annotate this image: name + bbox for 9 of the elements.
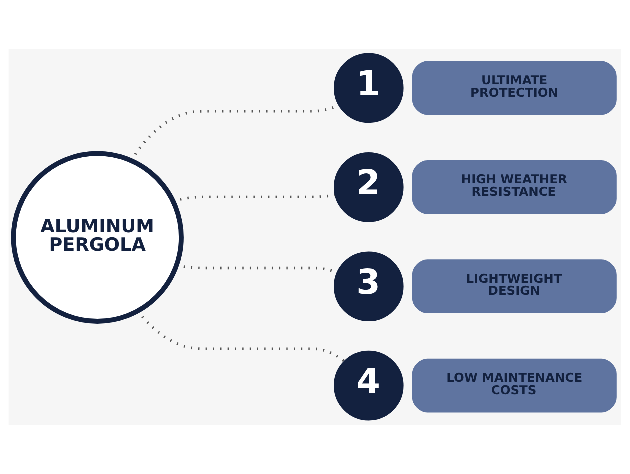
node-box: HIGH WEATHER RESISTANCE (412, 160, 617, 214)
node-circle: 2 (334, 152, 404, 222)
node-box: LOW MAINTENANCE COSTS (412, 358, 617, 413)
node-circle: 4 (334, 350, 404, 421)
node-box: LIGHTWEIGHT DESIGN (412, 260, 617, 314)
node-circle: 3 (334, 252, 404, 322)
node-circle: ALUMINUM PERGOLA (11, 151, 184, 324)
node-circle: 1 (334, 53, 404, 124)
node-box: ULTIMATE PROTECTION (412, 61, 617, 116)
